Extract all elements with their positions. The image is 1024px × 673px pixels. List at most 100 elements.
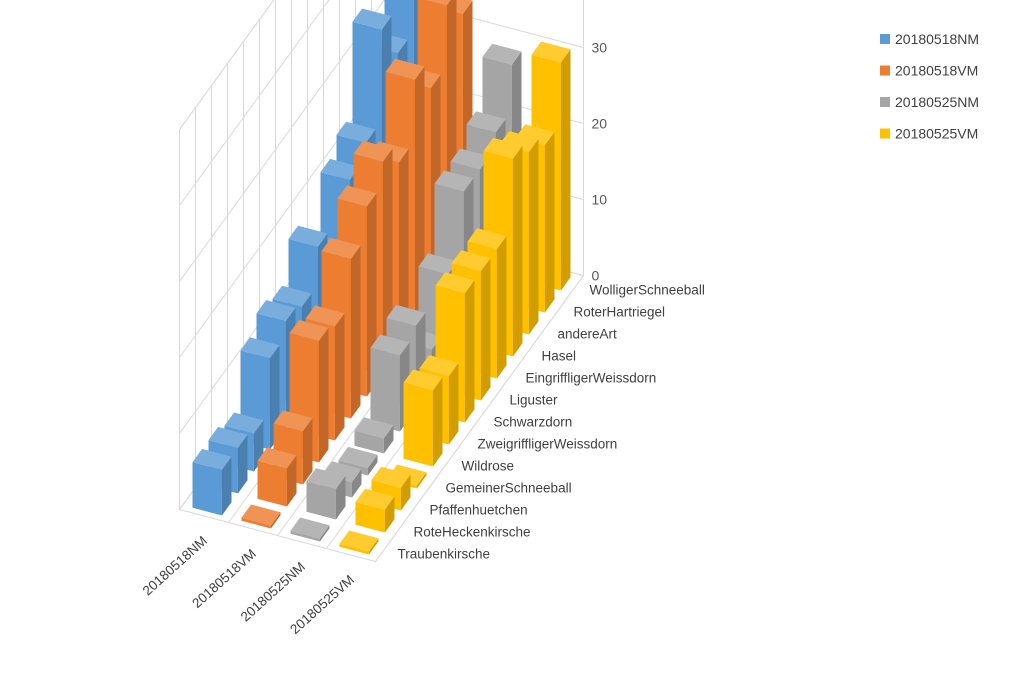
bar-side-face: [512, 145, 523, 357]
bar-top-face: [426, 0, 451, 6]
bar-front-face: [354, 430, 384, 454]
bar: [354, 417, 394, 454]
bar-top-face: [370, 334, 410, 356]
bar-top-face: [256, 300, 296, 322]
bar-top-face: [354, 417, 394, 439]
bar: [306, 468, 346, 520]
legend-label: 20180518VM: [895, 63, 978, 79]
bar-top-face: [321, 237, 361, 259]
series-axis-label: 20180525VM: [287, 572, 357, 637]
bar-top-face: [418, 253, 458, 275]
bar-side-face: [351, 469, 362, 498]
bar-side-face: [416, 472, 427, 489]
bar-top-face: [450, 148, 490, 170]
legend-swatch: [880, 97, 890, 107]
bar-top-face: [339, 530, 379, 552]
chart-bars: [192, 0, 571, 555]
bar-front-face: [306, 481, 336, 520]
category-label: Wildrose: [462, 459, 515, 474]
bar-side-face: [368, 538, 379, 555]
bar-side-face: [302, 418, 313, 485]
legend-label: 20180525VM: [895, 126, 978, 142]
bar-top-face: [272, 285, 312, 307]
bar-side-face: [400, 474, 411, 511]
bar-side-face: [398, 149, 409, 353]
bar-side-face: [383, 425, 394, 454]
bar-side-face: [480, 258, 491, 401]
bar-top-face: [290, 517, 330, 539]
bar-top-face: [289, 319, 329, 341]
bar-top-face: [419, 355, 459, 377]
legend-item: 20180518NM: [880, 31, 979, 47]
bar: [339, 530, 379, 555]
z-tick-label: 0: [592, 268, 600, 284]
bar-side-face: [318, 327, 329, 463]
bar-top-face: [482, 43, 522, 65]
legend-label: 20180525NM: [895, 94, 979, 110]
bar-top-face: [451, 250, 491, 272]
category-label: ZweigriffligerWeissdorn: [478, 437, 618, 452]
bar-side-face: [432, 377, 443, 467]
legend-item: 20180525VM: [880, 126, 978, 142]
bar-top-face: [273, 410, 313, 432]
bar-top-face: [224, 412, 264, 434]
bar-front-face: [241, 517, 271, 529]
gridline-series: [375, 275, 584, 562]
bar-side-face: [448, 362, 459, 445]
legend-item: 20180518VM: [880, 63, 978, 79]
category-label: Pfaffenhuetchen: [430, 503, 528, 518]
legend-swatch: [880, 65, 890, 76]
category-label: Liguster: [510, 393, 559, 408]
gridline-z: [179, 0, 584, 282]
bar: [192, 448, 232, 516]
bar-top-face: [371, 466, 411, 488]
bar-side-face: [334, 313, 345, 441]
bar-top-face: [531, 41, 571, 63]
bar: [241, 504, 281, 529]
z-tick-label: 20: [592, 116, 608, 132]
bar-side-face: [319, 525, 330, 542]
bar-top-face: [483, 137, 523, 159]
bar-top-face: [385, 58, 425, 80]
bar-top-face: [355, 488, 395, 510]
bar-side-face: [528, 138, 539, 335]
bar-side-face: [221, 456, 232, 516]
bar-top-face: [403, 369, 443, 391]
category-label: Traubenkirsche: [398, 547, 491, 562]
category-label: Schwarzdorn: [494, 415, 573, 430]
bar-front-face: [403, 382, 433, 467]
bar: [290, 517, 330, 542]
bar-front-face: [339, 543, 369, 555]
series-axis-label: 20180525NM: [238, 559, 308, 624]
series-axis-label: 20180518VM: [189, 546, 259, 611]
bar-front-face: [257, 460, 287, 507]
bar-top-face: [352, 8, 392, 30]
category-label: EingriffligerWeissdorn: [526, 371, 657, 386]
bar-top-face: [435, 272, 475, 294]
bar-side-face: [560, 49, 571, 291]
category-label: andereArt: [558, 327, 618, 342]
legend-item: 20180525NM: [880, 94, 979, 110]
bar-top-face: [336, 121, 376, 143]
bar-side-face: [496, 236, 507, 379]
bar-side-face: [270, 512, 281, 529]
bar-top-face: [241, 504, 281, 526]
bar-side-face: [384, 496, 395, 533]
bar-top-face: [386, 304, 426, 326]
bar-top-face: [208, 426, 248, 448]
bar-top-face: [306, 468, 346, 490]
series-axis-label: 20180518NM: [140, 533, 210, 598]
bar-side-face: [237, 434, 248, 494]
bar-top-face: [305, 305, 345, 327]
category-label: GemeinerSchneeball: [446, 481, 572, 496]
bar-top-face: [257, 447, 297, 469]
gridline-z: [179, 0, 330, 206]
z-tick-label: 10: [592, 192, 608, 208]
bar-top-face: [467, 228, 507, 250]
z-tick-label: 30: [592, 40, 608, 56]
legend-swatch: [880, 34, 890, 44]
category-label: WolligerSchneeball: [590, 283, 705, 298]
gridline-z: [179, 0, 275, 130]
bar-top-face: [240, 337, 280, 359]
